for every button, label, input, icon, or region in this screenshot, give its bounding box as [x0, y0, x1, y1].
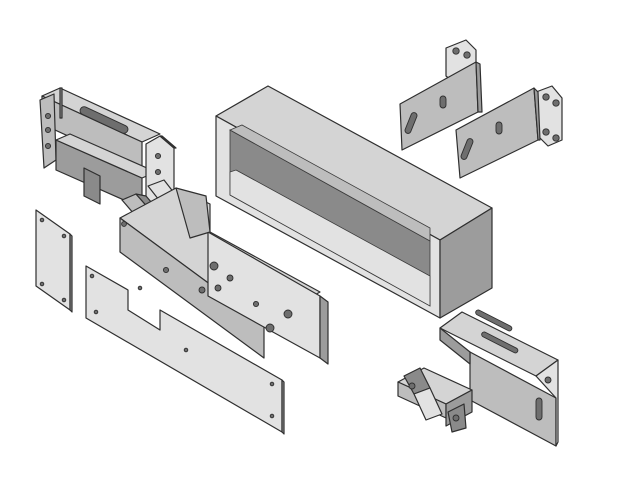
l-bracket-upper-left [399, 39, 483, 151]
hinge-clip [397, 367, 473, 433]
notched-mounting-plate [85, 265, 285, 435]
l-bracket-lower [439, 309, 559, 447]
small-cover-plate [35, 209, 73, 313]
hinge-mechanism-assembly [39, 87, 329, 365]
rectangular-sleeve-housing [215, 85, 493, 319]
l-bracket-upper-right [455, 85, 563, 179]
